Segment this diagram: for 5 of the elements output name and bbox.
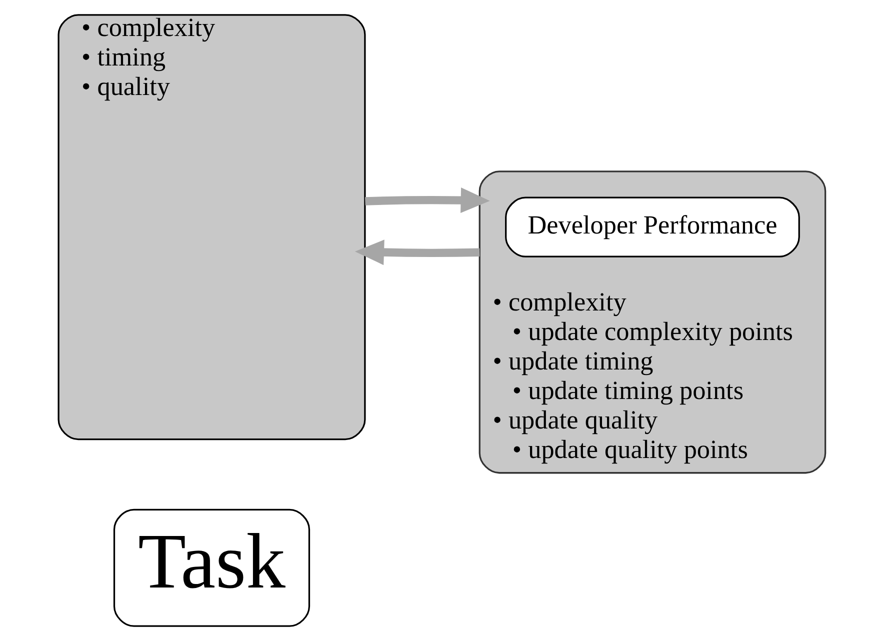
node-box: • complexity • timing • quality [57, 14, 366, 440]
node-box: Developer Performance [504, 196, 800, 258]
node-box: Task [112, 508, 310, 627]
arrow [354, 240, 480, 266]
arrow [364, 188, 490, 213]
